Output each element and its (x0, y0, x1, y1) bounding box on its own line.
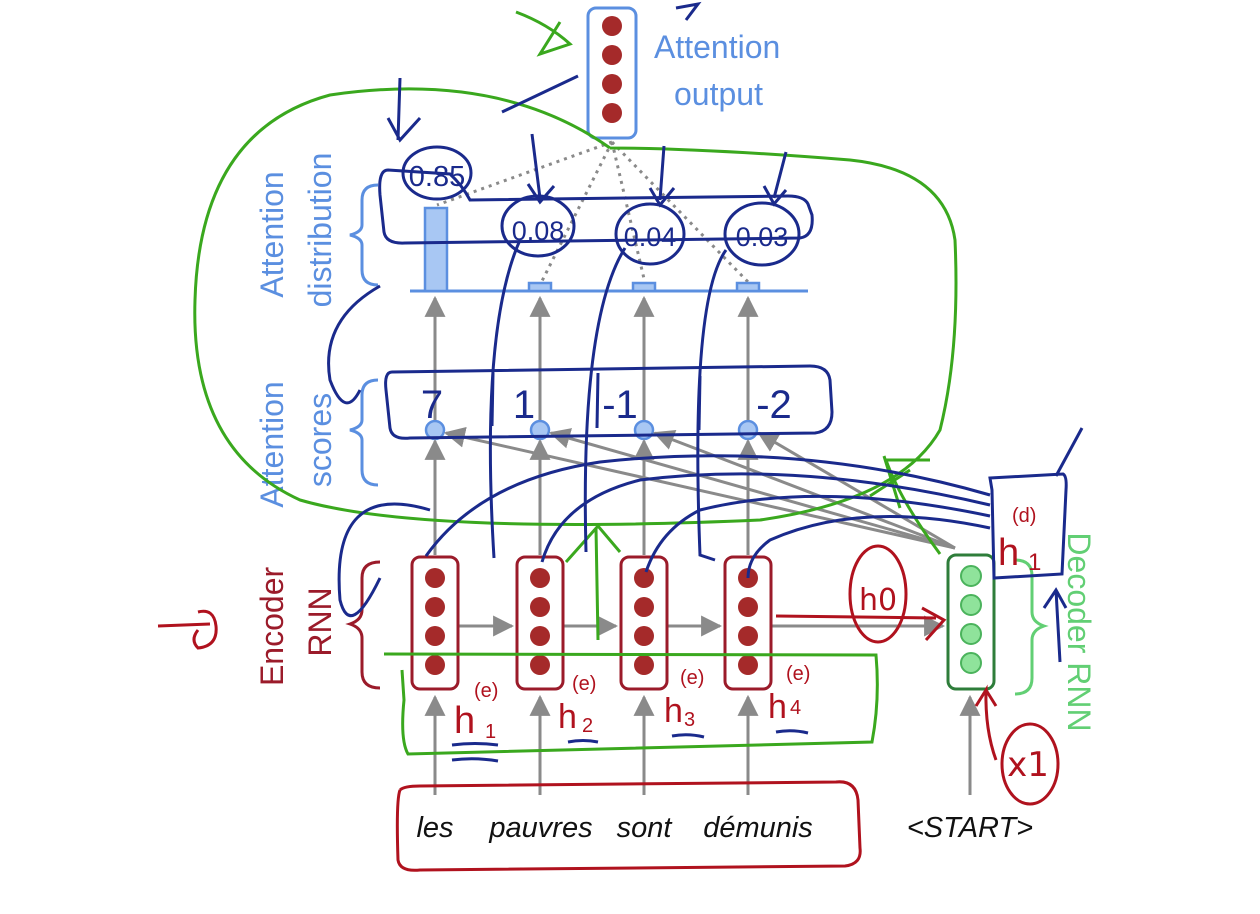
distribution-bar-3 (631, 281, 657, 293)
svg-text:1: 1 (485, 721, 496, 743)
svg-text:(d): (d) (1012, 505, 1036, 527)
svg-text:h: h (558, 698, 577, 736)
decoder-brace (1014, 558, 1049, 696)
ink-distribution-box (378, 168, 814, 245)
svg-text:(e): (e) (786, 663, 810, 685)
svg-text:0.85: 0.85 (409, 161, 465, 193)
ink-underlines (451, 729, 809, 763)
source-word-3: sont (617, 812, 674, 844)
encoder-brace (345, 560, 381, 690)
attention-output-vector (586, 6, 638, 140)
ink-green-encoder-box (383, 652, 879, 756)
ink-h0-circle (848, 544, 908, 644)
encoder-cells (410, 555, 773, 691)
source-word-4: démunis (703, 812, 813, 844)
attention-output-label: Attention output (654, 29, 789, 112)
ink-h3e: h (e) 3 (664, 667, 704, 731)
svg-text:-1: -1 (602, 383, 638, 427)
ink-h0-arrow (775, 614, 937, 620)
svg-text:3: 3 (684, 709, 695, 731)
svg-text:0.03: 0.03 (736, 222, 789, 252)
ink-h1e: h (e) 1 (454, 680, 498, 743)
distribution-bar-4 (735, 281, 761, 293)
svg-text:h: h (454, 700, 475, 742)
svg-text:h: h (998, 532, 1019, 574)
ink-encoder-state-labels: h (e) 1 h (e) 2 h (e) 3 h (e) 4 (454, 663, 810, 743)
source-word-2: pauvres (488, 812, 592, 844)
distribution-bars (423, 206, 761, 293)
svg-text:-2: -2 (756, 383, 792, 427)
ink-h4e: h (e) 4 (768, 663, 810, 726)
encoder-rnn-label: Encoder RNN (254, 558, 338, 686)
svg-text:7: 7 (421, 383, 443, 427)
svg-text:1: 1 (1028, 549, 1041, 576)
svg-text:(e): (e) (680, 667, 704, 689)
distribution-bar-2 (527, 281, 553, 293)
svg-text:2: 2 (582, 715, 593, 737)
ink-h2e: h (e) 2 (558, 673, 596, 737)
svg-text:1: 1 (513, 383, 535, 427)
distribution-bar-1 (423, 206, 449, 293)
svg-text:4: 4 (790, 697, 801, 719)
decoder-rnn-label: Decoder RNN (1061, 532, 1097, 731)
ink-score-values: 7 1 -1 -2 (421, 383, 792, 427)
ink-x1-arrow (974, 684, 998, 761)
encoder-cell-2 (515, 555, 565, 691)
ink-value-circles (401, 145, 801, 267)
encoder-cell-3 (619, 555, 669, 691)
decoder-cell (946, 553, 996, 691)
ink-source-box (395, 780, 862, 872)
svg-text:(e): (e) (474, 680, 498, 702)
ink-x1-circle (1000, 722, 1060, 806)
attention-distribution-label: Attention distribution (254, 153, 338, 308)
ink-x1-label: x1 (1007, 745, 1049, 785)
svg-text:(e): (e) (572, 673, 596, 695)
ink-h0-label: h0 (859, 583, 897, 618)
ink-green-loop (193, 87, 958, 526)
decoder-input-word: <START> (907, 812, 1033, 844)
svg-text:0.04: 0.04 (624, 222, 677, 252)
vertical-arrows (424, 295, 981, 795)
attention-scores-label: Attention scores (254, 372, 338, 507)
ink-scores-box (384, 364, 834, 440)
ink-blue-curves (327, 1, 1084, 663)
source-words: les pauvres sont démunis (416, 812, 812, 844)
source-word-1: les (416, 812, 453, 844)
svg-text:h: h (768, 688, 787, 726)
weighted-sum-lines (436, 140, 751, 285)
ink-h0-arrowhead (921, 606, 947, 642)
ink-green-arrows (564, 455, 942, 641)
ink-h1d: h (d) 1 (998, 505, 1041, 576)
distribution-brace (349, 183, 379, 287)
ink-green-top-arrow (515, 10, 573, 57)
svg-text:h: h (664, 692, 683, 730)
ink-decoder-state-box (988, 472, 1068, 580)
scores-brace (349, 378, 379, 487)
ink-red-squiggle (157, 609, 218, 650)
encoder-cell-1 (410, 555, 460, 691)
